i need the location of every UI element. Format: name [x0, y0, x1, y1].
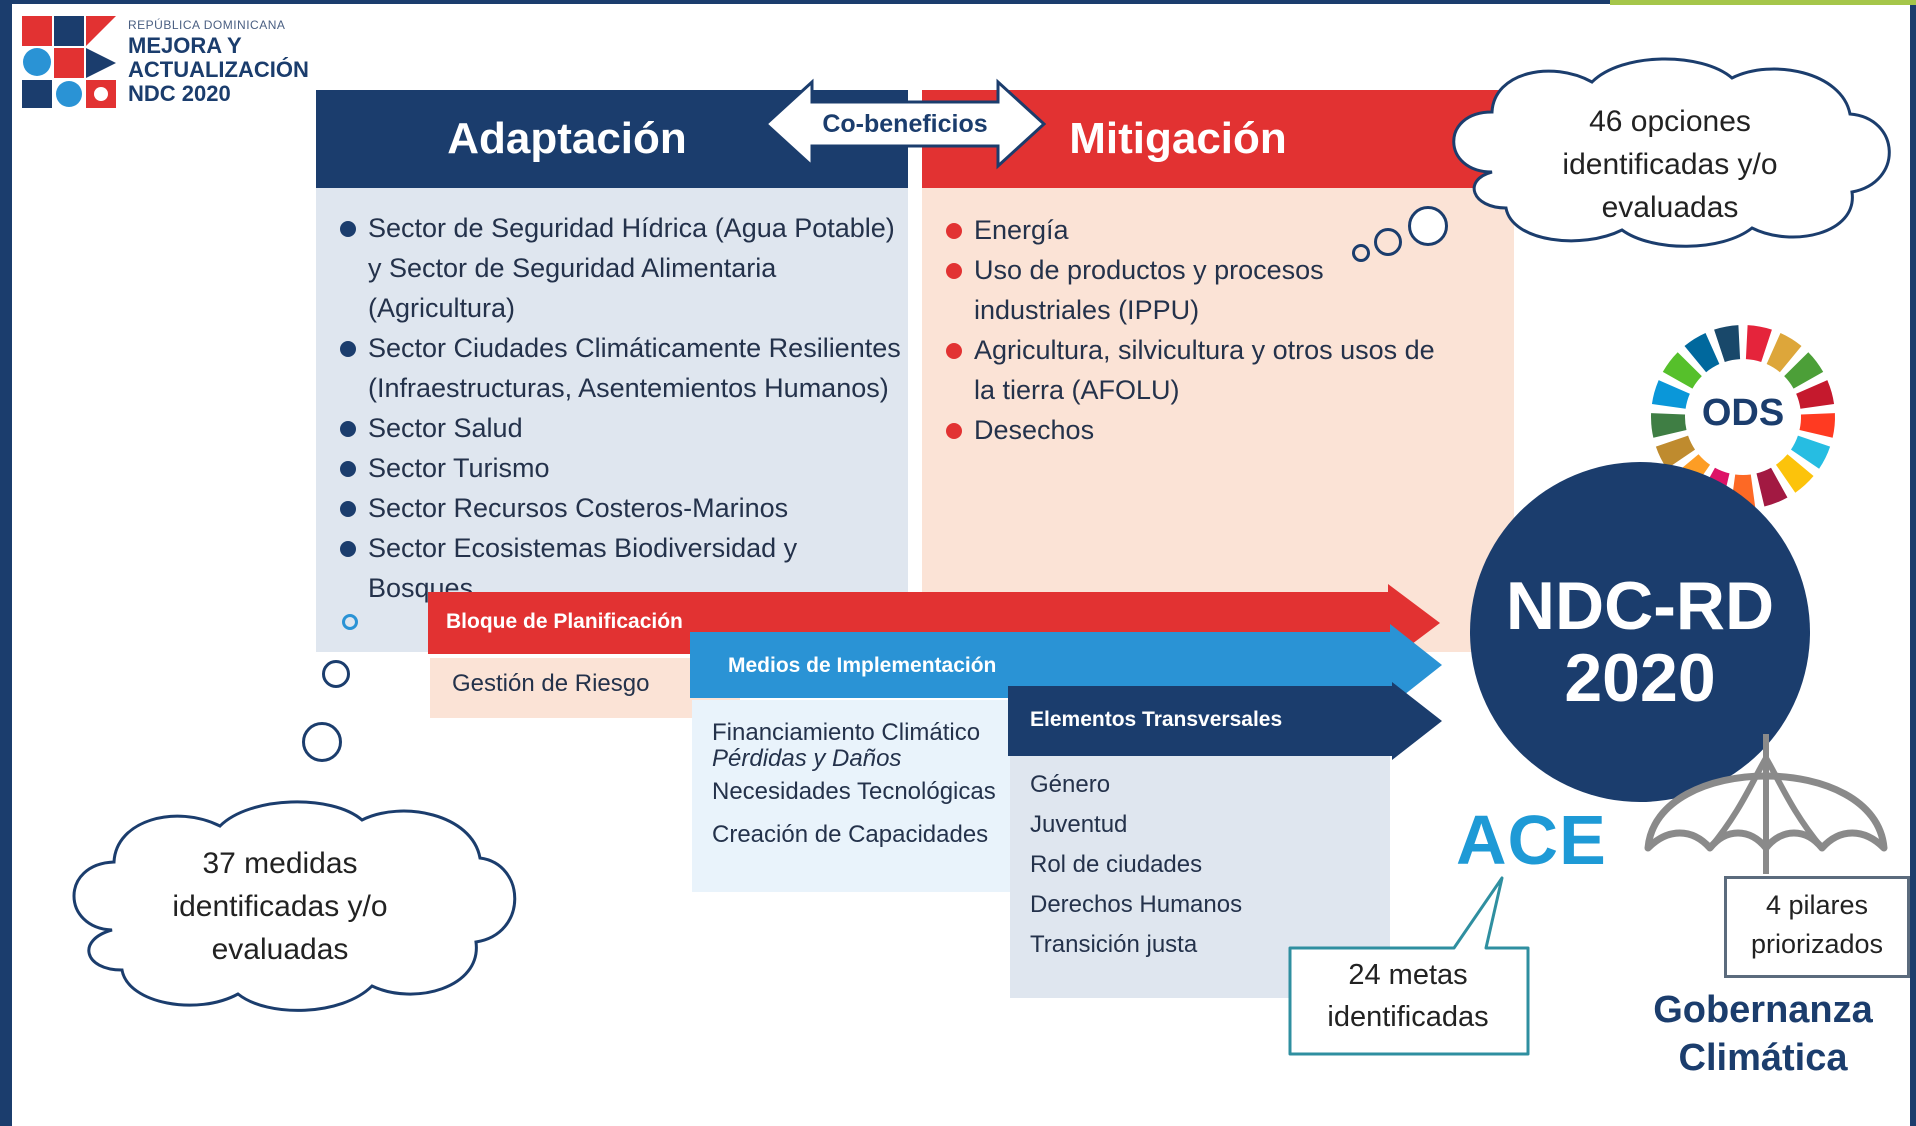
mitigation-title: Mitigación [1069, 114, 1287, 163]
governance-label: Gobernanza Climática [1630, 986, 1896, 1082]
transversal-item: Derechos Humanos [1030, 891, 1243, 918]
ods-segment [1662, 352, 1702, 389]
adaptation-measures-cloud [72, 800, 517, 1012]
adaptation-list: Sector de Seguridad Hídrica (Agua Potabl… [338, 208, 908, 608]
mitigation-list: Energía Uso de productos y procesos indu… [944, 210, 1484, 450]
bubble-line: evaluadas [211, 933, 349, 966]
frame-top-border [0, 0, 1916, 4]
ndc-title: NDC-RD 2020 [1470, 570, 1810, 714]
planning-item: Gestión de Riesgo [452, 670, 650, 697]
adaptation-measures-text: 37 medidas identificadas y/o evaluadas [100, 842, 460, 971]
ods-segment [1799, 413, 1836, 438]
ace-label: ACE [1456, 801, 1607, 879]
planning-label: Bloque de Planificación [446, 610, 683, 633]
implementation-item: Financiamiento Climático [712, 719, 981, 746]
mitigation-item: Desechos [944, 410, 1484, 450]
adaptation-title: Adaptación [447, 114, 687, 163]
ace-goals-callout [1288, 876, 1530, 1056]
transversal-label: Elementos Transversales [1030, 708, 1283, 731]
implementation-item: Necesidades Tecnológicas [712, 778, 996, 805]
ods-wheel [1650, 325, 1836, 510]
bubble-line: priorizados [1750, 929, 1884, 959]
ndc-circle [1470, 462, 1810, 802]
implementation-arrow [690, 624, 1442, 706]
adaptation-panel: Adaptación Sector de Seguridad Hídrica (… [316, 90, 908, 652]
thought-dot [322, 660, 350, 688]
ndc-line: 2020 [1564, 640, 1716, 716]
ods-segment [1756, 467, 1788, 507]
ods-segment [1790, 435, 1831, 469]
bubble-line: 37 medidas [202, 847, 358, 880]
co-benefits-double-arrow [763, 78, 1047, 170]
bubble-line: 4 pilares [1765, 890, 1869, 920]
transversal-arrow [1008, 682, 1442, 760]
mitigation-item: Energía [944, 210, 1484, 250]
mitigation-options-cloud [1452, 57, 1891, 248]
bubble-line: evaluadas [1601, 191, 1739, 224]
ods-segment [1650, 413, 1687, 438]
governance-line: Climática [1678, 1037, 1848, 1079]
co-benefits-label: Co-beneficios [822, 110, 988, 138]
frame-right-border [1910, 0, 1916, 1126]
umbrella-icon [1644, 734, 1888, 874]
adaptation-item-continued: (Infraestructuras, Asentemientos Humanos… [368, 373, 889, 403]
ods-segment [1684, 332, 1720, 373]
ods-segment [1775, 454, 1814, 493]
thought-dot [342, 614, 358, 630]
transversal-item: Juventud [1030, 811, 1128, 838]
logo-line-3: NDC 2020 [128, 81, 231, 106]
ods-segment [1714, 325, 1741, 362]
governance-line: Gobernanza [1653, 989, 1873, 1031]
pillars-box [1724, 876, 1910, 978]
adaptation-item-continued: (Agricultura) [368, 293, 516, 323]
implementation-item: Pérdidas y Daños [712, 745, 902, 772]
bubble-line: identificadas y/o [1562, 148, 1778, 181]
ods-segment [1766, 332, 1802, 373]
thought-dot [1374, 228, 1402, 256]
mitigation-panel: Mitigación Energía Uso de productos y pr… [922, 90, 1514, 652]
adaptation-item: Sector Ciudades Climáticamente Resilient… [338, 328, 908, 368]
ods-segment [1796, 380, 1835, 409]
frame-accent-bar [1610, 0, 1916, 5]
transversal-item: Transición justa [1030, 931, 1198, 958]
ndc-line: NDC-RD [1505, 568, 1775, 644]
bubble-line: 46 opciones [1589, 105, 1751, 138]
frame-left-border [0, 0, 12, 1126]
logo-line-1: MEJORA Y [128, 33, 242, 58]
bubble-line: identificadas [1327, 1001, 1489, 1033]
logo-country: REPÚBLICA DOMINICANA [128, 18, 286, 32]
bubble-line: identificadas y/o [172, 890, 388, 923]
logo-line-2: ACTUALIZACIÓN [128, 57, 309, 82]
adaptation-item-continued: y Sector de Seguridad Alimentaria [368, 253, 777, 283]
planning-box [430, 658, 740, 718]
implementation-label: Medios de Implementación [728, 654, 997, 677]
adaptation-item: Sector Salud [338, 408, 908, 448]
mitigation-item-continued: la tierra (AFOLU) [974, 375, 1180, 405]
mitigation-options-text: 46 opciones identificadas y/o evaluadas [1500, 100, 1840, 229]
ace-goals-text: 24 metas identificadas [1290, 954, 1526, 1038]
adaptation-item: Sector de Seguridad Hídrica (Agua Potabl… [338, 208, 908, 248]
thought-dot [302, 722, 342, 762]
adaptation-item: Sector Ecosistemas Biodiversidad y Bosqu… [338, 528, 908, 608]
ods-segment [1655, 435, 1696, 469]
mitigation-item: Uso de productos y procesos [944, 250, 1484, 290]
thought-dot [1352, 244, 1370, 262]
pillars-text: 4 pilares priorizados [1724, 886, 1910, 964]
adaptation-item: Sector Turismo [338, 448, 908, 488]
implementation-box [692, 700, 1010, 892]
thought-dot [1408, 206, 1448, 246]
ods-label: ODS [1701, 392, 1785, 434]
ods-segment [1745, 325, 1772, 362]
ndc-logo-mark [22, 16, 116, 108]
mitigation-item-continued: industriales (IPPU) [974, 295, 1200, 325]
ods-segment [1651, 380, 1690, 409]
mitigation-item: Agricultura, silvicultura y otros usos d… [944, 330, 1484, 370]
implementation-item: Creación de Capacidades [712, 821, 989, 848]
adaptation-item: Sector Recursos Costeros-Marinos [338, 488, 908, 528]
transversal-item: Rol de ciudades [1030, 851, 1203, 878]
bubble-line: 24 metas [1348, 959, 1468, 991]
ods-segment [1784, 352, 1824, 389]
transversal-item: Género [1030, 771, 1111, 798]
